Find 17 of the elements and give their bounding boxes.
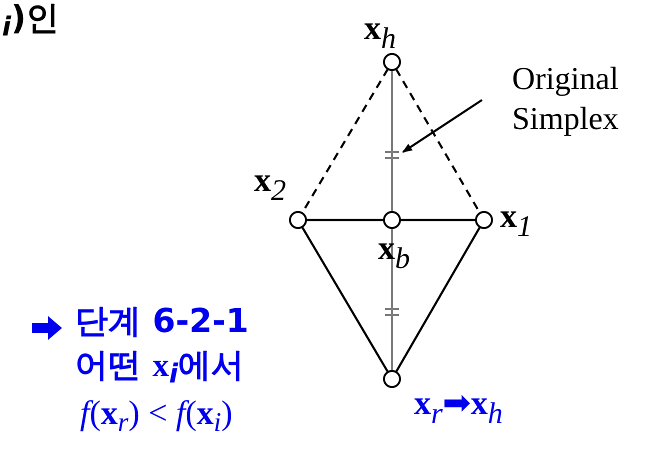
edge-line — [391, 228, 393, 371]
vertex-label: x$_{2}$ — [254, 164, 286, 206]
annotation-text: $_{i}$)인 — [2, 0, 60, 42]
edge-line — [306, 218, 384, 222]
edge-line — [301, 226, 389, 373]
callout-text: Original Simplex — [512, 59, 620, 138]
annotation-text: 단계 6-2-1 — [75, 303, 249, 340]
vertex-label: x$_{h}$ — [364, 12, 396, 54]
vertex-label: x$_{r}$➡x$_{h}$ — [414, 387, 503, 429]
annotation-text: 어떤 x$_{i}$에서 — [75, 347, 244, 389]
edge-line — [395, 226, 481, 373]
vertex-label: x$_{b}$ — [378, 232, 410, 274]
edge-line — [391, 70, 393, 212]
vertex-label: x$_{1}$ — [500, 200, 532, 242]
edge-line — [400, 218, 476, 222]
annotation-text: f(x$_{r}$) < f(x$_{i}$) — [80, 395, 233, 438]
leader-line — [402, 99, 483, 153]
